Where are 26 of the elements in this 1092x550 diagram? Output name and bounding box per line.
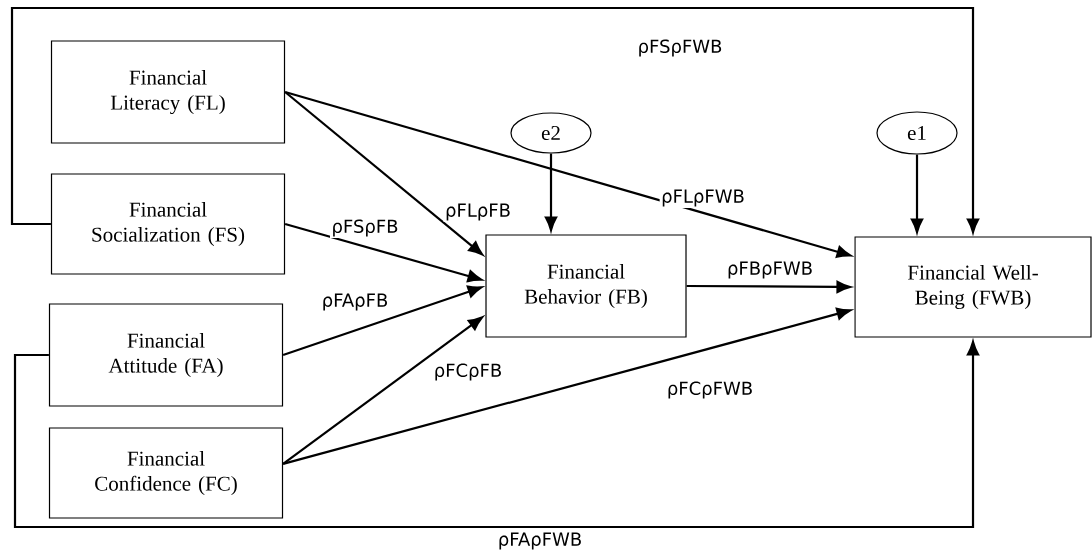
arrow	[10, 6, 980, 234]
arrow	[910, 154, 924, 234]
arrow	[686, 280, 852, 294]
arrow	[284, 91, 484, 256]
arrow	[282, 316, 483, 465]
edge-label: ρFAρFWB	[496, 531, 584, 550]
arrow	[13, 340, 980, 529]
arrow	[284, 90, 852, 258]
variable-box: Financial Confidence (FC)	[48, 427, 284, 519]
variable-box: Financial Literacy (FL)	[50, 40, 286, 144]
edge-label: ρFSρFWB	[636, 37, 724, 59]
arrow	[544, 153, 558, 232]
edge-label: ρFCρFWB	[665, 379, 755, 401]
edge-label: ρFLρFWB	[659, 188, 747, 208]
edge-label: ρFLρFB	[443, 202, 513, 222]
edge-label: ρFSρFB	[330, 217, 400, 239]
arrow	[284, 222, 483, 283]
edge-label: ρFCρFB	[432, 361, 504, 383]
variable-box: Financial Attitude (FA)	[48, 303, 284, 407]
arrow	[282, 285, 483, 357]
variable-box: Financial Behavior (FB)	[485, 234, 687, 338]
variable-box: Financial Socialization (FS)	[50, 173, 286, 275]
arrow	[282, 307, 852, 465]
variable-box: Financial Well-Being (FWB)	[854, 236, 1092, 338]
edge-label: ρFBρFWB	[725, 260, 815, 280]
edge-label: ρFAρFB	[320, 292, 390, 312]
